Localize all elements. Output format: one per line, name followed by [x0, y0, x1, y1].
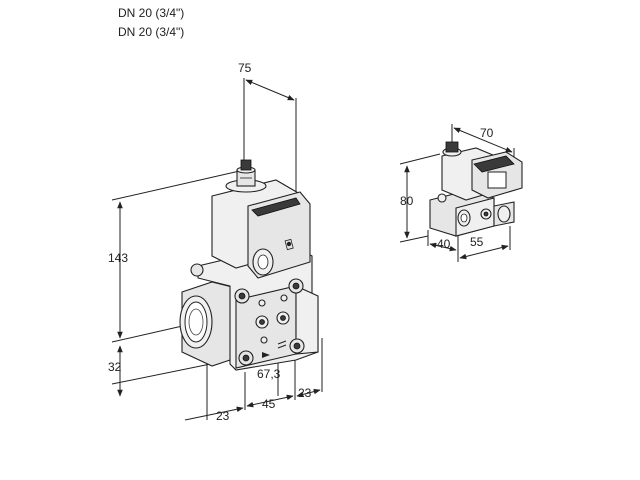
dim-label-32: 32 [108, 360, 122, 374]
inlet-port [179, 281, 237, 367]
dim-label-55: 55 [470, 235, 484, 249]
solenoid-coil [211, 179, 311, 279]
dim-label-23-right: 23 [298, 386, 312, 400]
main-valve-view: 75 143 32 67,3 [108, 61, 323, 423]
dim-label-80: 80 [400, 194, 414, 208]
dim-label-75: 75 [238, 61, 252, 75]
dim-label-143: 143 [108, 251, 128, 265]
dimension-40-55: 40 55 [427, 226, 511, 262]
dim-label-40: 40 [437, 237, 451, 251]
dim-label-45: 45 [262, 397, 276, 411]
dim-label-70: 70 [480, 126, 494, 140]
small-solenoid-coil [441, 141, 523, 201]
dim-label-23-left: 23 [216, 409, 230, 423]
dimension-75: 75 [238, 61, 297, 200]
small-valve-view: 70 80 40 55 [399, 124, 523, 262]
size-label-1: DN 20 (3/4") [118, 6, 185, 20]
dim-label-67-3: 67,3 [257, 367, 281, 381]
dimension-80: 80 [399, 153, 441, 243]
size-label-2: DN 20 (3/4") [118, 25, 185, 39]
top-connector [225, 159, 267, 193]
small-valve-body [429, 189, 515, 237]
